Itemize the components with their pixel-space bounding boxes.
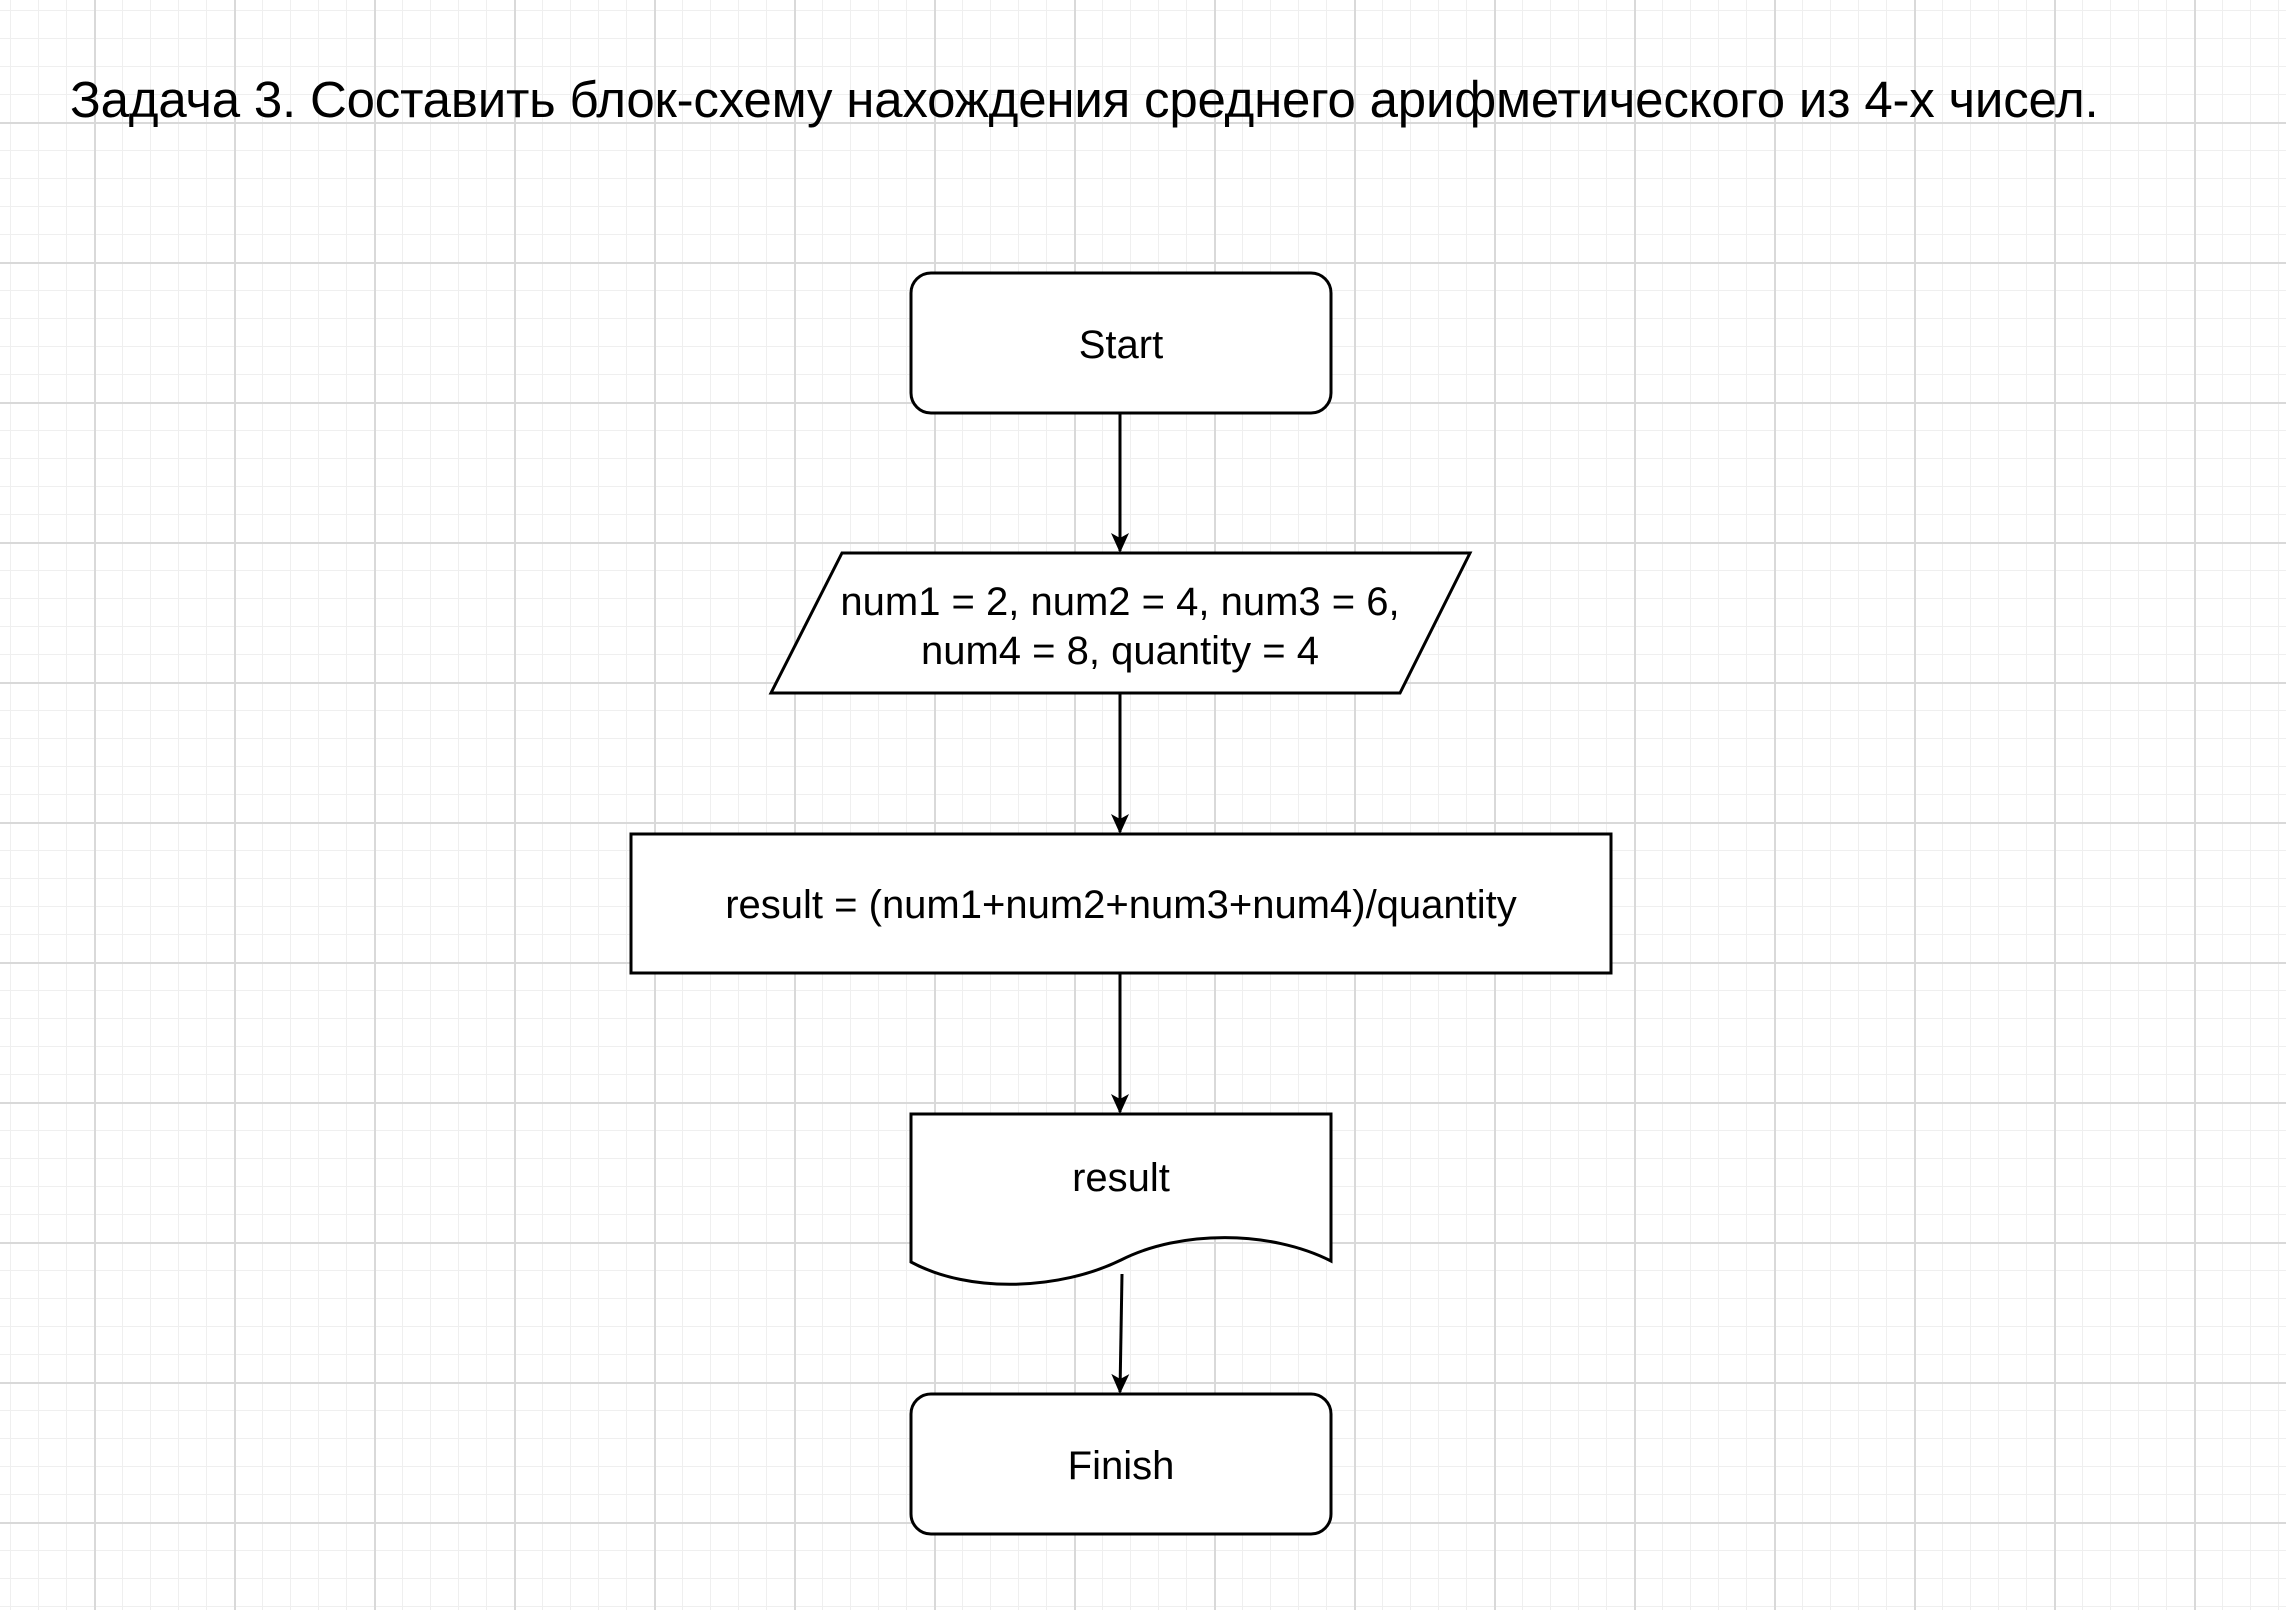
process-node[interactable]: result = (num1+num2+num3+num4)/quantity — [629, 832, 1613, 975]
start-node[interactable]: Start — [909, 271, 1333, 415]
input-node[interactable]: num1 = 2, num2 = 4, num3 = 6, num4 = 8, … — [768, 551, 1473, 695]
input-node-label-line2: num4 = 8, quantity = 4 — [921, 629, 1319, 673]
edge-output-to-finish[interactable] — [1111, 1273, 1130, 1394]
start-node-label: Start — [1079, 323, 1163, 367]
input-node-shape[interactable] — [768, 551, 1473, 695]
process-node-shape[interactable] — [629, 832, 1613, 975]
input-node-label-line1: num1 = 2, num2 = 4, num3 = 6, — [840, 580, 1399, 624]
output-node-label: result — [1072, 1156, 1170, 1200]
finish-node[interactable]: Finish — [909, 1392, 1333, 1536]
start-node-shape[interactable] — [909, 271, 1333, 415]
page-title: Задача 3. Составить блок-схему нахождени… — [70, 71, 2099, 128]
output-node[interactable]: result — [909, 1112, 1333, 1286]
output-node-shape[interactable] — [909, 1112, 1333, 1286]
finish-node-label: Finish — [1068, 1444, 1175, 1488]
process-node-label: result = (num1+num2+num3+num4)/quantity — [725, 883, 1517, 927]
finish-node-shape[interactable] — [909, 1392, 1333, 1536]
